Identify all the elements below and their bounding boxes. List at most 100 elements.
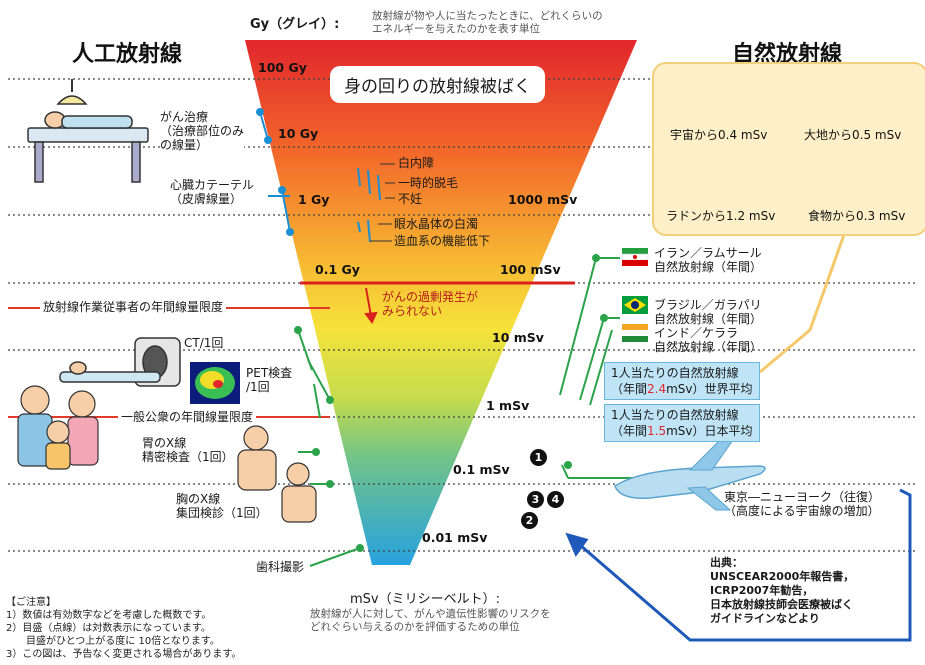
note-2: 2）目盛（点線）は対数表示になっています。 [6, 623, 211, 634]
brazil-guarapari-label: ブラジル／ガラパリ 自然放射線（年間） [654, 298, 762, 326]
pet-line2: /1回 [246, 380, 270, 394]
person-chest-icon [281, 462, 317, 523]
tick-1gy: 1 Gy [298, 192, 330, 207]
natural-radiation-box [652, 62, 925, 236]
source-line5: ガイドラインなどより [710, 612, 820, 625]
tick-10gy: 10 Gy [278, 126, 319, 141]
chest-xray-label: 胸のX線 集団検診（1回） [176, 492, 268, 520]
source-line2: UNSCEAR2000年報告書， [710, 570, 855, 583]
cosmic-dose-label: 宇宙から0.4 mSv [670, 128, 768, 142]
iran-flag-icon [621, 248, 649, 266]
gy-desc-line2: エネルギーを与えたのかを表す単位 [372, 23, 540, 35]
ct-scanner-icon [59, 337, 181, 387]
chest-line2: 集団検診（1回） [176, 506, 268, 520]
stomach-line2: 精密検査（1回） [142, 450, 234, 464]
no-excess-cancer-note: がんの過剰発生が みられない [382, 290, 478, 318]
arrow-up-left-icon [565, 488, 912, 642]
tick-10msv: 10 mSv [492, 330, 544, 345]
natural-pointer [759, 231, 847, 374]
no-cancer-line2: みられない [382, 304, 443, 318]
pet-scan-image-icon [190, 362, 240, 404]
world-line1: 1人当たりの自然放射線 [611, 366, 739, 380]
public-annual-limit-label: 一般公衆の年間線量限度 [118, 410, 257, 424]
worker-annual-limit-label: 放射線作業従事者の年間線量限度 [40, 300, 227, 314]
pet-line1: PET検査 [246, 366, 293, 380]
japan-line2: （年間1.5mSv）日本平均 [611, 423, 753, 439]
source-line1: 出典： [710, 556, 743, 569]
cardiac-catheter-label: 心臓カテーテル （皮膚線量） [170, 178, 254, 206]
notes-title: 【ご注意】 [6, 597, 56, 608]
world-line2a: （年間 [611, 382, 648, 396]
airplane-icon [614, 439, 766, 511]
chart-title: 身の回りの放射線被ばく [330, 66, 545, 103]
india-flag-icon [622, 324, 648, 342]
msv-unit-label: mSv（ミリシーベルト）: [350, 592, 500, 607]
no-cancer-line1: がんの過剰発生が [382, 290, 479, 304]
dose-funnel [245, 40, 637, 565]
effect-hair-loss: 一時的脱毛 [398, 176, 459, 190]
tick-01msv: 0.1 mSv [453, 462, 510, 477]
note-3: 3）この図は、予告なく変更される場合があります。 [6, 649, 242, 660]
cancer-therapy-label: がん治療 （治療部位のみ の線量） [160, 110, 245, 152]
flight-line1: 東京―ニューヨーク（往復） [724, 490, 881, 504]
brazil-line1: ブラジル／ガラパリ [654, 298, 762, 312]
effect-lens-opacity: 眼水晶体の白濁 [394, 217, 479, 231]
brazil-flag-icon [622, 296, 648, 314]
source-line4: 日本放射線技師会医療被ばく [710, 598, 853, 611]
tick-1msv: 1 mSv [486, 398, 530, 413]
msv-desc-line1: 放射線が人に対して、がんや遺伝性影響のリスクを [310, 608, 551, 620]
food-dose-label: 食物から0.3 mSv [808, 209, 906, 223]
japan-line1: 1人当たりの自然放射線 [611, 408, 739, 422]
family-icon [17, 385, 99, 470]
lamp-icon [56, 79, 88, 105]
gy-description: 放射線が物や人に当たったときに、どれくらいの エネルギーを与えたのかを表す単位 [372, 10, 603, 36]
cancer-therapy-line2: （治療部位のみ [160, 124, 245, 138]
stomach-xray-label: 胃のX線 精密検査（1回） [142, 436, 234, 464]
effect-blood-function: 造血系の機能低下 [394, 234, 491, 248]
india-line1: インド／ケララ [654, 326, 739, 340]
catheter-line1: 心臓カテーテル [170, 178, 255, 192]
dental-xray-label: 歯科撮影 [256, 560, 305, 574]
tick-1000msv: 1000 mSv [508, 192, 578, 207]
tick-001msv: 0.01 mSv [422, 530, 488, 545]
source-block: 出典： UNSCEAR2000年報告書， ICRP2007年勧告， 日本放射線技… [710, 556, 855, 626]
japan-average-box: 1人当たりの自然放射線 （年間1.5mSv）日本平均 [604, 404, 760, 442]
arrow-down-icon [364, 287, 378, 324]
chest-line1: 胸のX線 [176, 492, 221, 506]
india-kerala-label: インド／ケララ 自然放射線（年間） [654, 326, 762, 354]
brazil-line2: 自然放射線（年間） [654, 312, 763, 326]
person-upper-body-icon [237, 425, 277, 491]
world-line2c: mSv）世界平均 [666, 382, 753, 396]
marker-2: 2 [521, 512, 538, 529]
effect-sterility: 不妊 [398, 192, 423, 206]
cancer-therapy-line1: がん治療 [160, 110, 209, 124]
tokyo-ny-flight-label: 東京―ニューヨーク（往復） （高度による宇宙線の増加） [724, 490, 880, 518]
artificial-radiation-title: 人工放射線 [72, 42, 183, 67]
world-average-box: 1人当たりの自然放射線 （年間2.4mSv）世界平均 [604, 362, 760, 400]
iran-line2: 自然放射線（年間） [654, 260, 763, 274]
msv-desc-line2: どれぐらい与えるのかを評価するための単位 [310, 621, 520, 633]
marker-3: 3 [527, 491, 544, 508]
note-2b: 目盛がひとつ上がる度に 10倍となります。 [26, 636, 220, 647]
catheter-line2: （皮膚線量） [170, 192, 243, 206]
ct-label: CT/1回 [184, 336, 224, 350]
tick-100msv: 100 mSv [500, 262, 561, 277]
iran-ramsar-label: イラン／ラムサール 自然放射線（年間） [654, 246, 762, 274]
world-line2: （年間2.4mSv）世界平均 [611, 381, 753, 397]
radon-dose-label: ラドンから1.2 mSv [666, 209, 776, 223]
japan-line2c: mSv）日本平均 [666, 424, 753, 438]
effect-cataract: 白内障 [398, 156, 435, 170]
japan-line2a: （年間 [611, 424, 648, 438]
gy-unit-label: Gy（グレイ）: [250, 17, 340, 32]
notes-block: 【ご注意】 1）数値は有効数字などを考慮した概数です。 2）目盛（点線）は対数表… [6, 596, 241, 661]
japan-dose-value: 1.5 [647, 424, 667, 438]
pet-label: PET検査 /1回 [246, 366, 292, 394]
terrestrial-dose-label: 大地から0.5 mSv [804, 128, 902, 142]
treatment-bed-icon [27, 111, 149, 183]
iran-line1: イラン／ラムサール [654, 246, 762, 260]
msv-description: 放射線が人に対して、がんや遺伝性影響のリスクを どれぐらい与えるのかを評価するた… [310, 608, 551, 634]
india-line2: 自然放射線（年間） [654, 340, 763, 354]
flight-line2: （高度による宇宙線の増加） [724, 504, 880, 518]
cancer-therapy-line3: の線量） [160, 138, 209, 152]
